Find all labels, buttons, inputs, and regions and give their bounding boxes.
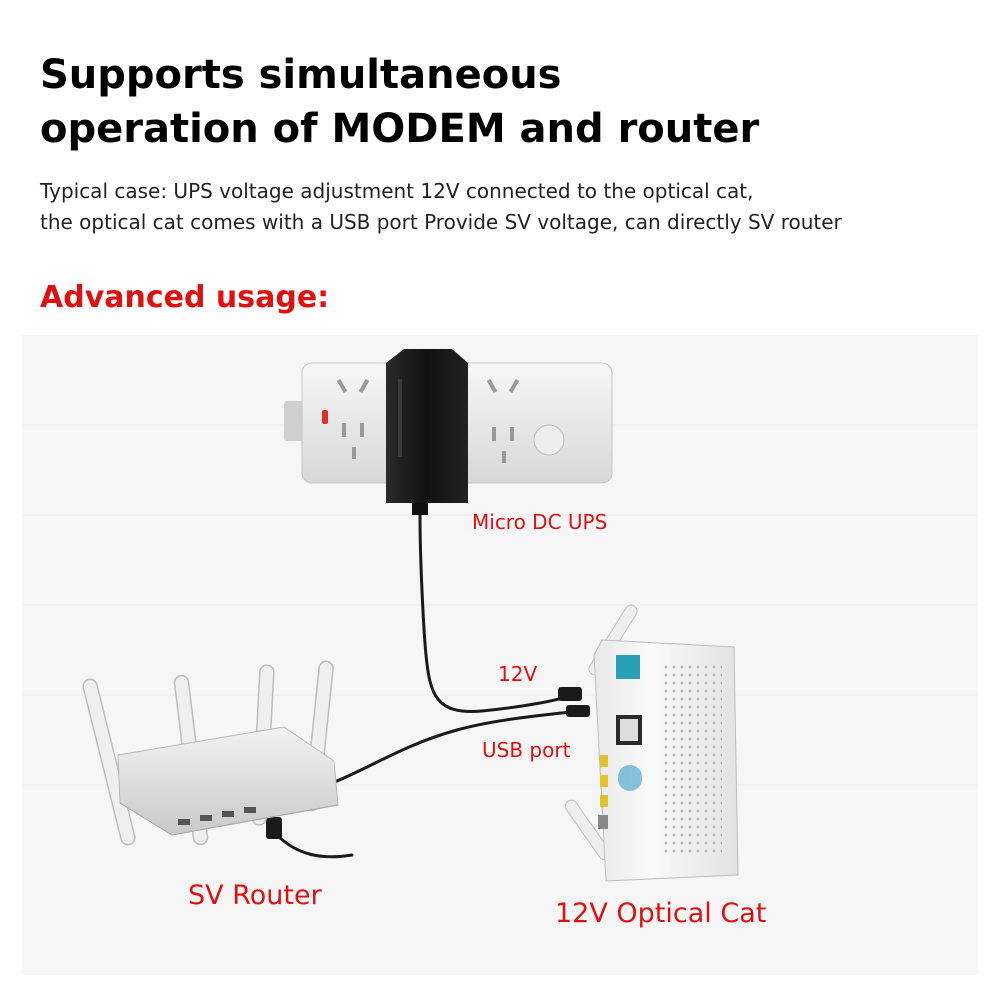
ups-adapter-icon — [386, 349, 468, 515]
label-12v-optical-cat: 12V Optical Cat — [555, 898, 767, 929]
label-12v: 12V — [498, 662, 538, 686]
label-usb-port: USB port — [482, 738, 571, 762]
label-sv-router: SV Router — [188, 880, 322, 911]
description-line-2: the optical cat comes with a USB port Pr… — [40, 210, 842, 234]
headline-line-2: operation of MODEM and router — [40, 106, 760, 152]
router-icon — [82, 660, 339, 846]
label-micro-dc-ups: Micro DC UPS — [472, 510, 608, 534]
description: Typical case: UPS voltage adjustment 12V… — [40, 176, 990, 238]
headline: Supports simultaneous operation of MODEM… — [40, 48, 980, 156]
section-title: Advanced usage: — [40, 280, 330, 315]
description-line-1: Typical case: UPS voltage adjustment 12V… — [40, 179, 754, 203]
headline-line-1: Supports simultaneous — [40, 52, 562, 98]
optical-modem-icon — [564, 604, 739, 882]
setup-photo — [22, 335, 978, 975]
